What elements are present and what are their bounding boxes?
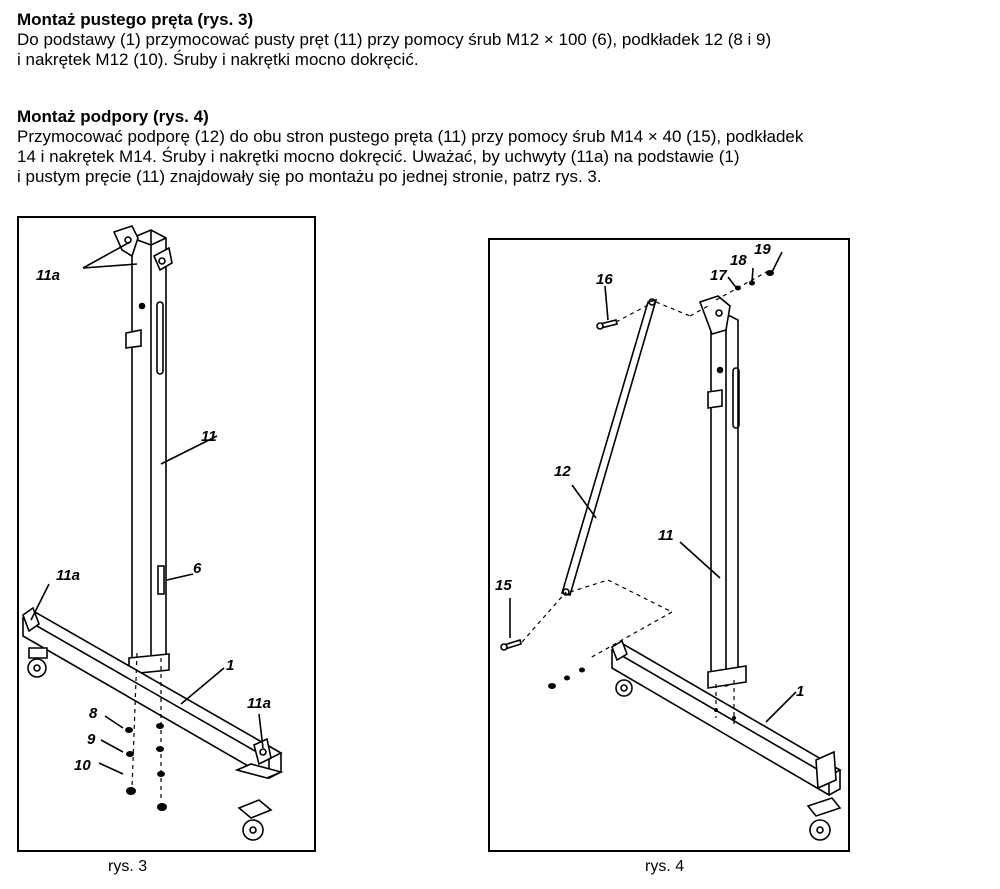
label-11: 11 — [201, 428, 217, 445]
figure-3-caption: rys. 3 — [108, 858, 148, 875]
label-19: 19 — [754, 241, 771, 258]
label-11a-top: 11a — [36, 267, 60, 284]
section-empty-bar-assembly: Montaż pustego pręta (rys. 3) Do podstaw… — [17, 10, 992, 70]
figure-4-caption: rys. 4 — [645, 858, 685, 875]
label-16: 16 — [596, 271, 613, 288]
label-1: 1 — [226, 657, 234, 674]
label-15: 15 — [495, 577, 512, 594]
figure-4-svg: 19 18 17 16 12 11 15 1 — [495, 241, 842, 841]
section-support-assembly: Montaż podpory (rys. 4) Przymocować podp… — [17, 107, 992, 187]
label-18: 18 — [730, 252, 747, 269]
label-8: 8 — [89, 705, 98, 722]
section-body: Do podstawy (1) przymocować pusty pręt (… — [17, 30, 772, 69]
section-heading: Montaż pustego pręta (rys. 3) — [17, 10, 254, 29]
figure-3-drawing: 11a 11 6 11a 1 11a 8 9 10 — [17, 216, 316, 852]
figure-4-drawing: 19 18 17 16 12 11 15 1 — [488, 238, 850, 852]
label-1: 1 — [796, 683, 804, 700]
figure-3-svg: 11a 11 6 11a 1 11a 8 9 10 — [21, 225, 284, 841]
label-10: 10 — [74, 757, 91, 774]
section-body: Przymocować podporę (12) do obu stron pu… — [17, 127, 804, 186]
label-11a-left: 11a — [56, 567, 80, 584]
label-17: 17 — [710, 267, 727, 284]
label-9: 9 — [87, 731, 96, 748]
label-11: 11 — [658, 527, 674, 544]
label-6: 6 — [193, 560, 202, 577]
label-11a-right: 11a — [247, 695, 271, 712]
label-12: 12 — [554, 463, 571, 480]
section-heading: Montaż podpory (rys. 4) — [17, 107, 209, 126]
